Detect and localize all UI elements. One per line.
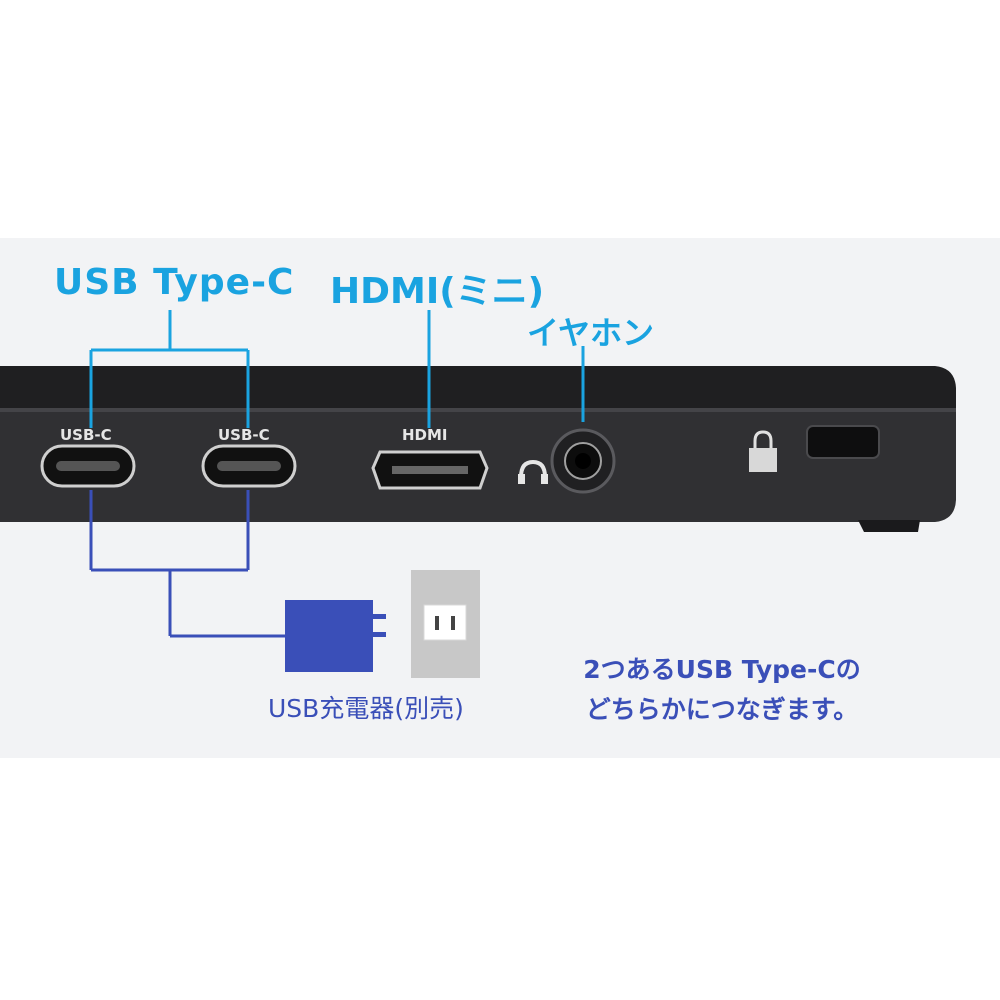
connection-note-line-1: 2つあるUSB Type-Cの (583, 655, 861, 684)
usb-charger-icon (285, 600, 386, 672)
connection-note-line-2: どちらかにつなぎます。 (585, 695, 859, 724)
earphone-label: イヤホン (527, 314, 655, 352)
usb-c-port-2: USB-C (201, 426, 297, 488)
usb-c-port-2-label: USB-C (218, 426, 270, 444)
usb-c-port-1: USB-C (40, 426, 136, 488)
security-slot (806, 425, 880, 459)
hdmi-mini-label: HDMI(ミニ) (330, 271, 545, 312)
usb-type-c-label: USB Type-C (54, 262, 295, 303)
usb-type-c-callout-bracket (89, 310, 250, 428)
mini-hdmi-port: HDMI (371, 426, 489, 490)
earphone-jack (550, 428, 616, 494)
charger-connection-lines (89, 490, 288, 638)
lock-icon (749, 430, 777, 472)
hdmi-port-label: HDMI (402, 426, 448, 444)
usb-c-port-1-label: USB-C (60, 426, 112, 444)
usb-charger-caption: USB充電器(別売) (268, 694, 464, 723)
connection-note: 2つあるUSB Type-Cの どちらかにつなぎます。 (542, 650, 902, 730)
power-outlet-icon (411, 570, 480, 678)
headphone-icon (518, 459, 548, 484)
